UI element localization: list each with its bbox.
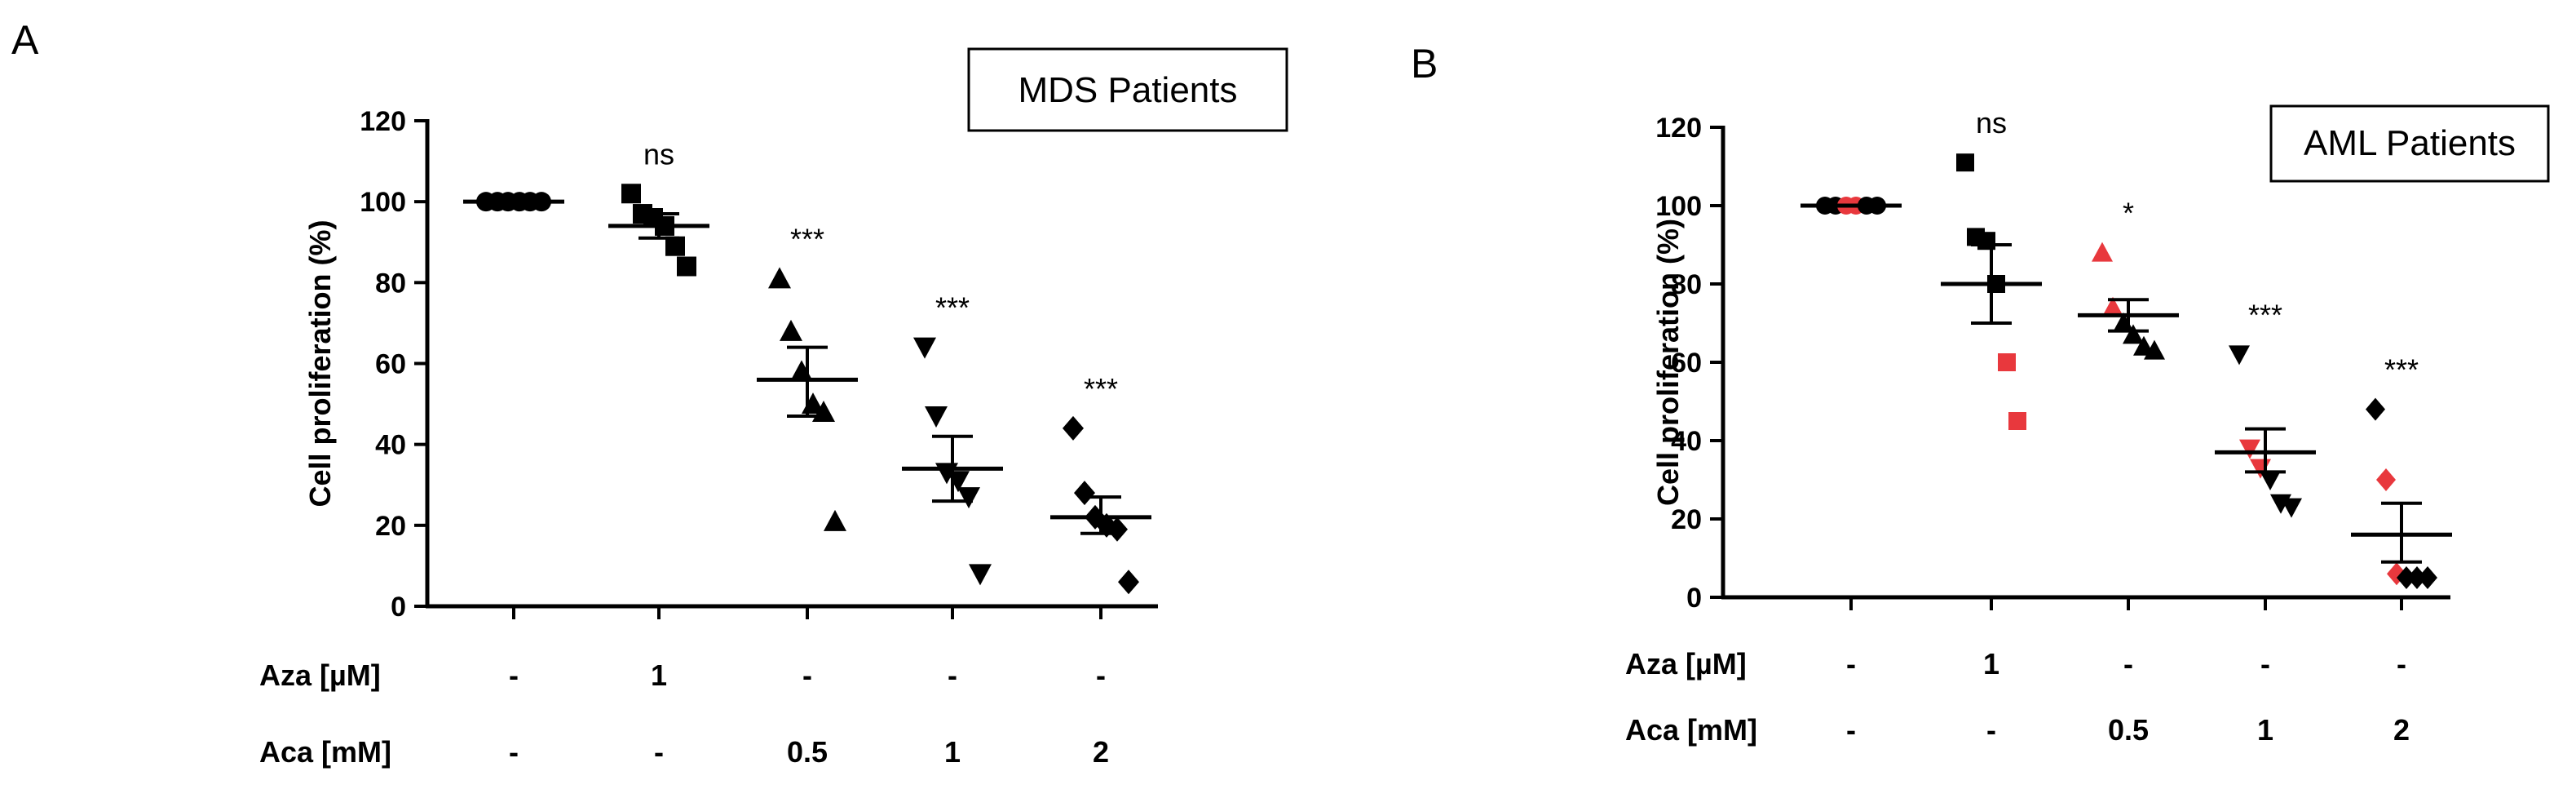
group-diamond	[2351, 397, 2452, 589]
data-point	[2102, 296, 2123, 317]
data-point	[768, 267, 791, 289]
y-axis-title: Cell proliferation (%)	[303, 219, 337, 507]
data-point	[2376, 468, 2396, 491]
treatment-value: 0.5	[2108, 713, 2149, 747]
significance-label: ***	[790, 222, 824, 255]
treatment-value: -	[654, 735, 664, 769]
y-tick-label: 80	[1671, 269, 1702, 300]
treatment-label: Aza [µM]	[1625, 647, 1747, 681]
data-point	[621, 184, 641, 204]
treatment-label: Aca [mM]	[1625, 713, 1757, 747]
treatment-value: 1	[651, 658, 667, 692]
y-tick-label: 120	[1655, 113, 1702, 144]
y-tick-label: 60	[1671, 348, 1702, 379]
y-tick-label: 100	[360, 187, 406, 218]
treatment-value: -	[2397, 647, 2406, 681]
data-point	[2239, 439, 2260, 459]
data-point	[913, 337, 936, 359]
data-point	[2092, 242, 2113, 262]
data-point	[2418, 566, 2437, 589]
legend-box	[967, 47, 1288, 132]
y-tick-label: 0	[1686, 583, 1702, 614]
y-axis-title: Cell proliferation (%)	[1651, 219, 1685, 506]
treatment-value: -	[948, 658, 957, 692]
data-point	[2397, 566, 2416, 589]
y-tick-label: 100	[1655, 191, 1702, 222]
treatment-value: -	[509, 735, 519, 769]
data-point	[2281, 498, 2302, 518]
treatment-value: 1	[2257, 713, 2273, 747]
significance-label: ns	[1976, 106, 2007, 140]
treatment-value: 1	[944, 735, 961, 769]
data-point	[780, 319, 802, 341]
legend-box	[2269, 104, 2550, 183]
treatment-value: -	[2260, 647, 2270, 681]
treatment-value: 1	[1983, 647, 1999, 681]
group-triangle-down	[902, 337, 1003, 586]
data-point	[824, 509, 846, 531]
y-tick-label: 20	[1671, 504, 1702, 535]
treatment-value: -	[1986, 713, 1996, 747]
group-circle	[463, 192, 564, 212]
data-point	[1107, 516, 1128, 542]
group-diamond	[1050, 415, 1151, 595]
y-tick-label: 20	[375, 511, 406, 542]
significance-label: ***	[1084, 372, 1118, 406]
treatment-value: -	[802, 658, 812, 692]
data-point	[1074, 481, 1095, 506]
y-tick-label: 120	[360, 106, 406, 137]
data-point	[677, 256, 696, 277]
data-point	[2123, 324, 2144, 344]
treatment-value: 2	[2393, 713, 2410, 747]
panel-letter: A	[11, 17, 39, 63]
significance-label: ***	[2248, 298, 2282, 331]
treatment-value: -	[1846, 647, 1856, 681]
data-point	[957, 487, 980, 509]
group-triangle-down	[2215, 345, 2316, 518]
data-point	[1118, 570, 1139, 595]
treatment-value: -	[2123, 647, 2133, 681]
y-tick-label: 60	[375, 349, 406, 380]
panel-letter: B	[1411, 41, 1438, 86]
data-point	[1998, 353, 2016, 371]
group-circle	[1801, 197, 1902, 215]
data-point	[925, 406, 948, 428]
group-square	[1941, 153, 2042, 430]
y-tick-label: 80	[375, 268, 406, 299]
significance-label: *	[2123, 197, 2134, 230]
data-point	[2366, 397, 2385, 421]
data-point	[2229, 345, 2250, 366]
group-square	[608, 184, 709, 277]
y-tick-label: 0	[391, 592, 406, 623]
treatment-label: Aza [µM]	[259, 658, 381, 692]
legend-box-title: MDS Patients	[1018, 70, 1238, 110]
legend-box-title: AML Patients	[2304, 123, 2516, 163]
significance-label: ***	[935, 291, 970, 325]
data-point	[1063, 415, 1084, 441]
treatment-value: -	[509, 658, 519, 692]
treatment-value: 2	[1093, 735, 1109, 769]
y-tick-label: 40	[375, 430, 406, 461]
y-tick-label: 40	[1671, 426, 1702, 457]
significance-label: ***	[2384, 353, 2419, 387]
group-triangle-up	[2078, 242, 2179, 360]
group-triangle-up	[757, 267, 858, 531]
data-point	[2407, 566, 2427, 589]
data-point	[2008, 412, 2026, 430]
data-point	[2144, 339, 2165, 360]
treatment-value: -	[1096, 658, 1106, 692]
data-point	[2260, 471, 2281, 490]
treatment-label: Aca [mM]	[259, 735, 391, 769]
data-point	[969, 564, 992, 586]
treatment-value: -	[1846, 713, 1856, 747]
treatment-value: 0.5	[787, 735, 828, 769]
significance-label: ns	[643, 137, 674, 171]
data-point	[1956, 153, 1974, 172]
